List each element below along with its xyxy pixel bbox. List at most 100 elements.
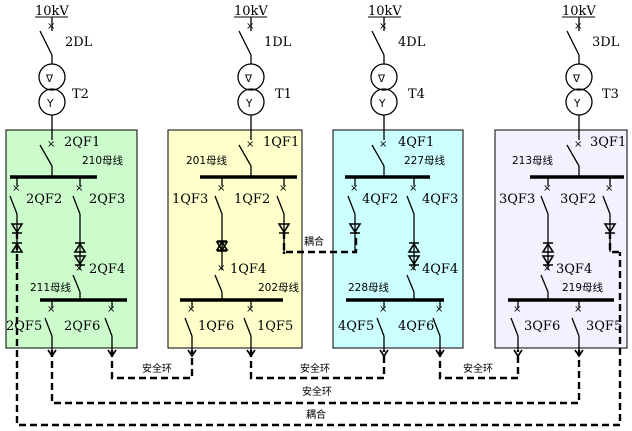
main-breaker-label: 1QF1 — [263, 135, 299, 150]
svg-text:×: × — [246, 21, 254, 32]
connector-down-icon — [603, 223, 617, 234]
feeder-voltage: 10kV — [35, 4, 69, 19]
coupler-breaker-label: 1QF4 — [230, 262, 266, 277]
svg-text:×: × — [574, 304, 582, 315]
upper-bus-label: 201母线 — [186, 154, 228, 167]
terminal-vee-icon — [47, 349, 57, 358]
feeder-voltage: 10kV — [562, 4, 596, 19]
left-breaker-label: 1QF3 — [172, 192, 208, 207]
terminal-markers — [10, 223, 617, 358]
terminal-vee-icon — [187, 349, 197, 358]
feeder-breaker-label: 2DL — [65, 35, 93, 50]
feeder-breaker-label: 4DL — [398, 35, 426, 50]
lower-bus-label: 202母线 — [258, 281, 300, 294]
connector-up-icon — [10, 242, 24, 253]
outgoing-left-label: 1QF6 — [198, 319, 234, 334]
connector-down-icon — [407, 255, 421, 266]
connector-up-icon — [407, 242, 421, 253]
connector-down-icon — [541, 255, 555, 266]
delta-winding-icon: ∇ — [377, 73, 386, 85]
svg-text:×: × — [513, 304, 521, 315]
terminal-vee-icon — [574, 349, 584, 358]
wye-winding-icon: Y — [245, 98, 253, 110]
svg-text:×: × — [217, 183, 225, 194]
safety-ring-left — [110, 350, 194, 380]
panel-4-circuit: × 3QF1 213母线 × 3QF3 × 3QF2 3QF4 × 219母线 … — [499, 135, 626, 350]
lower-bus-label: 228母线 — [348, 281, 390, 294]
svg-text:×: × — [574, 139, 582, 150]
connector-up-icon — [215, 240, 229, 251]
svg-text:×: × — [187, 304, 195, 315]
wye-winding-icon: Y — [573, 98, 581, 110]
svg-text:×: × — [47, 139, 55, 150]
right-breaker-label: 4QF3 — [422, 192, 458, 207]
right-breaker-label: 3QF2 — [560, 192, 596, 207]
safety-ring-mid-label: 安全环 — [300, 362, 330, 375]
feeder-voltage: 10kV — [234, 4, 268, 19]
transformer-label: T4 — [408, 87, 425, 102]
panel-4 — [494, 129, 628, 349]
svg-text:×: × — [379, 139, 387, 150]
outgoing-right-label: 2QF6 — [64, 319, 100, 334]
wye-winding-icon: Y — [46, 98, 54, 110]
safety-ring-mid — [249, 350, 386, 380]
svg-text:×: × — [279, 183, 287, 194]
transformer-label: T3 — [602, 87, 619, 102]
delta-winding-icon: ∇ — [244, 73, 253, 85]
panel-2 — [167, 129, 303, 349]
svg-text:×: × — [379, 21, 387, 32]
outgoing-left-label: 2QF5 — [6, 319, 42, 334]
safety-ring-right-label: 安全环 — [463, 362, 493, 375]
connector-up-icon — [541, 242, 555, 253]
svg-text:×: × — [543, 183, 551, 194]
panel-1 — [5, 129, 138, 349]
outgoing-right-label: 3QF5 — [586, 319, 622, 334]
feeder-breaker-label: 1DL — [264, 35, 292, 50]
left-breaker-label: 4QF2 — [362, 192, 398, 207]
svg-text:×: × — [379, 304, 387, 315]
right-breaker-label: 2QF3 — [89, 192, 125, 207]
feeder-voltage: 10kV — [368, 4, 402, 19]
connector-up-icon — [73, 242, 87, 253]
lower-bus-label: 211母线 — [30, 281, 72, 294]
svg-text:×: × — [543, 263, 551, 274]
upper-bus-label: 210母线 — [82, 154, 124, 167]
feeder-breaker-label: 3DL — [592, 35, 620, 50]
right-breaker-label: 1QF2 — [234, 192, 270, 207]
terminal-vee-icon — [246, 349, 256, 358]
delta-winding-icon: ∇ — [45, 73, 54, 85]
svg-text:×: × — [409, 263, 417, 274]
svg-text:×: × — [12, 183, 20, 194]
coupler-breaker-label: 2QF4 — [89, 262, 125, 277]
left-breaker-label: 3QF3 — [499, 192, 535, 207]
main-breaker-label: 2QF1 — [64, 135, 100, 150]
coupler-breaker-label: 4QF4 — [422, 262, 458, 277]
upper-bus-label: 227母线 — [404, 154, 446, 167]
outgoing-left-label: 3QF6 — [524, 319, 560, 334]
coupler-mid-label: 耦合 — [304, 235, 324, 248]
transformer-label: T2 — [72, 87, 89, 102]
terminal-vee-icon — [513, 349, 523, 358]
main-breaker-label: 3QF1 — [590, 135, 626, 150]
safety-ring-outer-label: 安全环 — [302, 385, 332, 398]
safety-ring-left-label: 安全环 — [142, 362, 172, 375]
feeder-1: 10kV × 2DL ∇ Y T2 — [35, 4, 93, 140]
svg-text:×: × — [605, 183, 613, 194]
outgoing-left-label: 4QF5 — [338, 319, 374, 334]
delta-winding-icon: ∇ — [572, 73, 581, 85]
coupler-breaker-label: 3QF4 — [556, 262, 592, 277]
safety-ring-right — [438, 350, 520, 380]
transformer-label: T1 — [275, 87, 292, 102]
panel-2-circuit: × 1QF1 201母线 × 1QF3 × 1QF2 1QF4 × 202母线 … — [172, 135, 300, 350]
feeder-3: 10kV × 4DL ∇ Y T4 — [368, 4, 426, 140]
svg-text:×: × — [350, 183, 358, 194]
safety-ring-outer — [50, 350, 581, 405]
svg-text:×: × — [107, 304, 115, 315]
lower-bus-label: 219母线 — [562, 281, 604, 294]
wye-winding-icon: Y — [378, 98, 386, 110]
outgoing-right-label: 1QF5 — [257, 319, 293, 334]
main-breaker-label: 4QF1 — [398, 135, 434, 150]
svg-text:×: × — [574, 21, 582, 32]
